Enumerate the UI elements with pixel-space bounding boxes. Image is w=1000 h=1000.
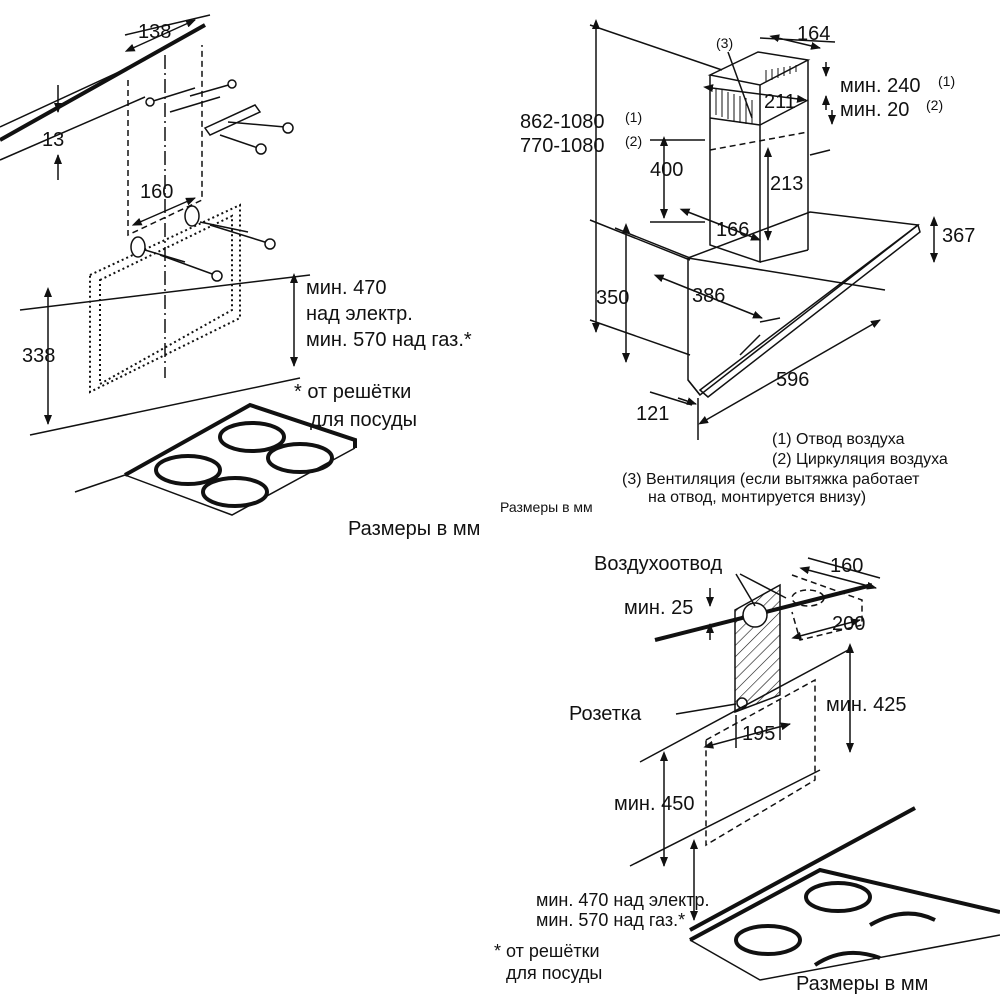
cooktop-right <box>689 867 1000 981</box>
legend-item-3b: на отвод, монтируется внизу) <box>648 489 866 506</box>
clearance-line-3: мин. 570 над газ.* <box>306 329 472 351</box>
dim-min-450: мин. 450 <box>614 793 694 815</box>
dim-596-label: 596 <box>776 369 809 391</box>
svg-text:(1): (1) <box>938 73 955 89</box>
dim-min-25: мин. 25 <box>624 597 693 619</box>
cooktop-left <box>74 402 357 516</box>
legend-item-3a: (3) Вентиляция (если вытяжка работает <box>622 471 920 488</box>
hood-dotted-outline <box>89 203 241 394</box>
dim-121-label: 121 <box>636 403 669 425</box>
dim-350-label: 350 <box>596 287 629 309</box>
dim-min-20: мин. 20 <box>840 99 909 121</box>
dim-160-label: 160 <box>140 181 173 203</box>
svg-text:(2): (2) <box>926 97 943 113</box>
right-bottom-installation-diagram: 160 200 Воздухоотвод мин. 25 Розетка 195… <box>494 553 1000 995</box>
clearance-bottom-1: мин. 470 над электр. <box>536 890 710 910</box>
dim-338-label: 338 <box>22 345 55 367</box>
legend-item-1: (1) Отвод воздуха <box>772 431 905 448</box>
dim-138-label: 138 <box>138 21 171 43</box>
dim-total-1: 862-1080 <box>520 111 605 133</box>
caption-left: Размеры в мм <box>348 518 480 540</box>
dim-min-425: мин. 425 <box>826 694 906 716</box>
dim-160-bottom: 160 <box>830 555 863 577</box>
dim-166-label: 166 <box>716 219 749 241</box>
svg-text:(1): (1) <box>625 109 642 125</box>
legend-item-2: (2) Циркуляция воздуха <box>772 451 948 468</box>
clearance-bottom-2: мин. 570 над газ.* <box>536 910 685 930</box>
caption-right-bottom: Размеры в мм <box>796 973 928 995</box>
left-mounting-diagram: 138 13 160 <box>0 14 480 540</box>
lower-brackets <box>130 205 276 282</box>
footnote-bottom-2: для посуды <box>506 963 602 983</box>
footnote-bottom-1: * от решётки <box>494 941 600 961</box>
right-top-dimension-diagram: 862-1080 (1) 770-1080 (2) <box>500 19 975 515</box>
svg-text:(2): (2) <box>625 133 642 149</box>
air-outlet-label: Воздухоотвод <box>594 553 722 575</box>
socket-label: Розетка <box>569 703 642 725</box>
dim-13-label: 13 <box>42 129 64 151</box>
dim-213-label: 213 <box>770 173 803 195</box>
hood-dashed-outline <box>705 678 816 847</box>
ref-3-label: (3) <box>716 35 733 51</box>
dim-386-label: 386 <box>692 285 725 307</box>
dim-160-arrow <box>131 197 196 226</box>
dim-400-label: 400 <box>650 159 683 181</box>
footnote-line-1: * от решётки <box>294 381 411 403</box>
clearance-line-1: мин. 470 <box>306 277 386 299</box>
upper-screws <box>145 79 294 155</box>
dim-211-label: 211 <box>764 91 796 113</box>
dim-195: 195 <box>742 723 775 745</box>
dim-min-240: мин. 240 <box>840 75 920 97</box>
dim-138-arrow <box>124 19 196 52</box>
dim-164-label: 164 <box>797 23 830 45</box>
wall-top-line <box>0 23 206 142</box>
footnote-line-2: для посуды <box>310 409 417 431</box>
dim-200-bottom: 200 <box>832 613 865 635</box>
dim-367-label: 367 <box>942 225 975 247</box>
clearance-line-2: над электр. <box>306 303 413 325</box>
dim-total-2: 770-1080 <box>520 135 605 157</box>
caption-right-top: Размеры в мм <box>500 499 593 515</box>
